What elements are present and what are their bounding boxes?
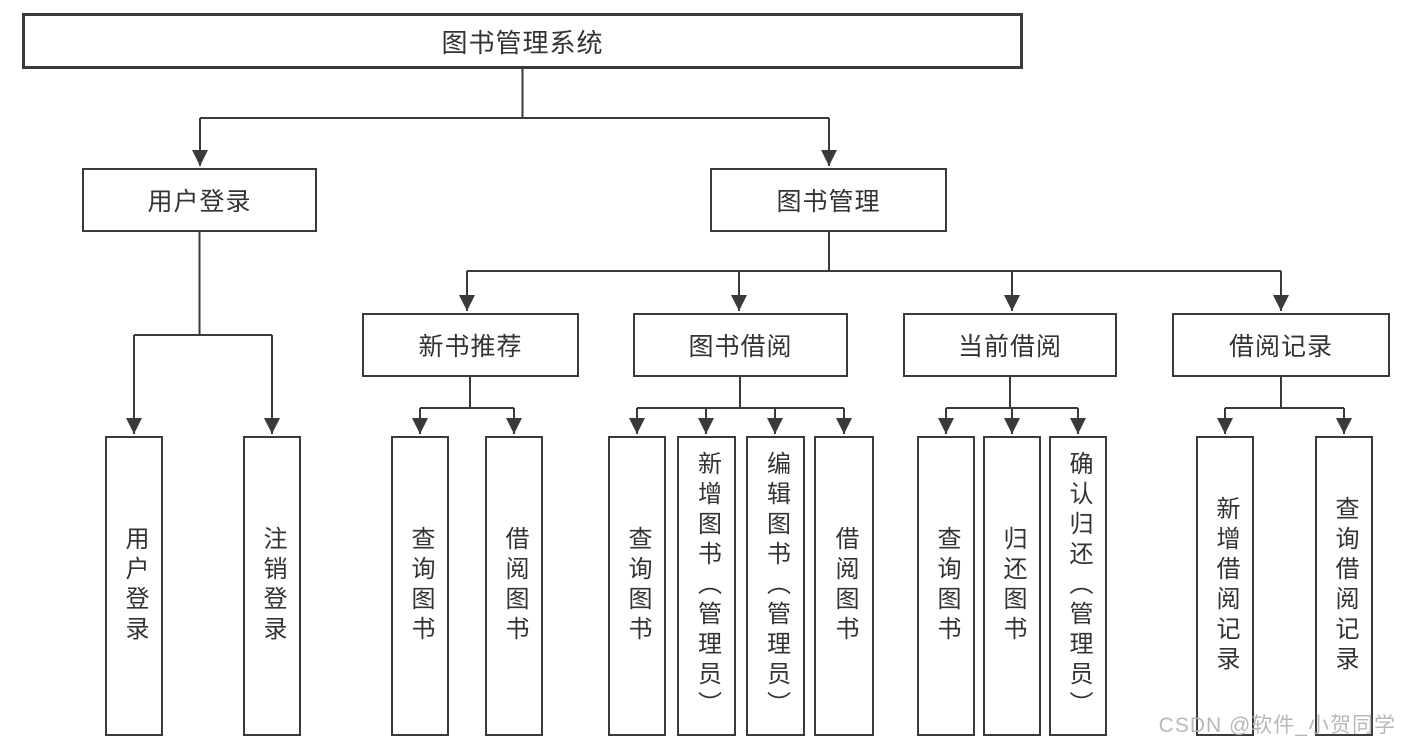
node-label: 用户登录	[147, 188, 252, 216]
node-label: 用户登录	[121, 526, 148, 646]
node-label: 查询图书	[624, 526, 651, 646]
leaf-add-borrow-record: 新增借阅记录	[1196, 436, 1254, 736]
leaf-edit-books-admin: 编辑图书（管理员）	[746, 436, 805, 736]
node-book-management: 图书管理	[710, 168, 947, 232]
node-library-management-system: 图书管理系统	[22, 13, 1023, 69]
node-label: 新书推荐	[418, 333, 523, 361]
node-label: 归还图书	[999, 526, 1026, 646]
leaf-return-books: 归还图书	[983, 436, 1041, 736]
leaf-user-login: 用户登录	[105, 436, 163, 736]
leaf-logout: 注销登录	[243, 436, 301, 736]
leaf-add-books-admin: 新增图书（管理员）	[677, 436, 736, 736]
node-label: 借阅图书	[831, 526, 858, 646]
node-borrowing-records: 借阅记录	[1172, 313, 1390, 377]
leaf-confirm-return-admin: 确认归还（管理员）	[1049, 436, 1107, 736]
node-label: 注销登录	[259, 526, 286, 646]
node-label: 新增图书（管理员）	[693, 451, 721, 721]
leaf-borrow-books-borrowing: 借阅图书	[814, 436, 874, 736]
leaf-borrow-books-recommendation: 借阅图书	[485, 436, 543, 736]
node-book-borrowing: 图书借阅	[633, 313, 848, 377]
node-label: 新增借阅记录	[1212, 496, 1239, 676]
node-label: 当前借阅	[957, 333, 1062, 361]
node-user-login: 用户登录	[82, 168, 317, 232]
node-label: 确认归还（管理员）	[1065, 451, 1092, 721]
node-label: 借阅记录	[1228, 333, 1333, 361]
node-label: 图书管理	[776, 188, 881, 216]
node-label: 图书借阅	[688, 333, 793, 361]
node-label: 借阅图书	[501, 526, 528, 646]
node-label: 编辑图书（管理员）	[762, 451, 790, 721]
node-current-borrowing: 当前借阅	[903, 313, 1117, 377]
leaf-query-borrow-record: 查询借阅记录	[1315, 436, 1373, 736]
csdn-watermark: CSDN @软件_小贺同学	[1158, 714, 1396, 737]
leaf-query-books-current: 查询图书	[917, 436, 975, 736]
leaf-query-books-recommendation: 查询图书	[391, 436, 449, 736]
leaf-query-books-borrowing: 查询图书	[608, 436, 666, 736]
node-label: 查询借阅记录	[1331, 496, 1358, 676]
node-label: 查询图书	[933, 526, 960, 646]
node-new-book-recommendation: 新书推荐	[362, 313, 579, 377]
node-label: 图书管理系统	[441, 27, 604, 58]
node-label: 查询图书	[407, 526, 434, 646]
